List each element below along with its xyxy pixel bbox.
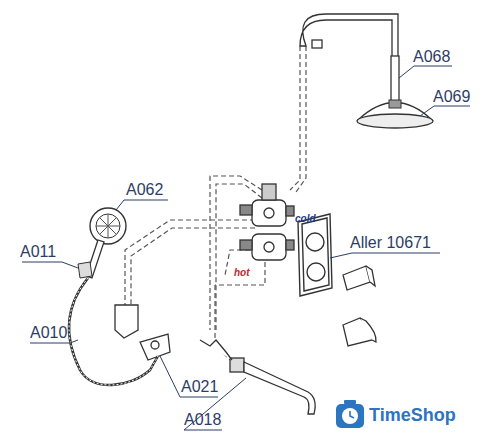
pipe-label: cold bbox=[295, 213, 316, 224]
mixer-body bbox=[240, 184, 294, 260]
handles bbox=[343, 266, 376, 346]
watermark: TimeShop bbox=[369, 406, 456, 426]
hand-shower bbox=[78, 208, 126, 278]
callout-number: A062 bbox=[126, 181, 163, 199]
callout-number: A018 bbox=[184, 411, 221, 429]
pipe-label: hot bbox=[234, 267, 250, 278]
hidden-pipes bbox=[125, 46, 306, 360]
wall-outlet bbox=[115, 305, 170, 360]
shower-head bbox=[357, 100, 433, 128]
callout-number: A011 bbox=[20, 243, 56, 261]
callout-number: A010 bbox=[30, 324, 67, 342]
spout bbox=[200, 340, 315, 414]
callout-number: A068 bbox=[413, 48, 450, 66]
callout-number: A021 bbox=[181, 378, 218, 396]
hose bbox=[69, 278, 158, 385]
hose-winding bbox=[69, 278, 158, 385]
callout-number: A069 bbox=[433, 88, 470, 106]
cover-plate bbox=[298, 214, 332, 296]
logo-clock bbox=[336, 400, 364, 428]
model-name: Aller 10671 bbox=[350, 234, 431, 252]
leader-lines bbox=[22, 66, 470, 430]
shower-arm bbox=[300, 14, 399, 104]
